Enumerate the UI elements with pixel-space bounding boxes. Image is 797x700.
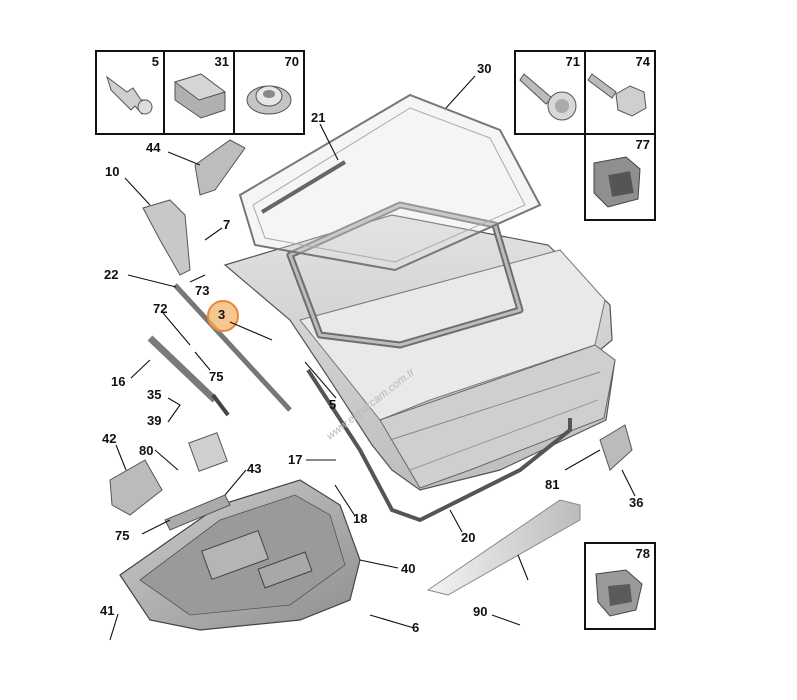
callout-72: 72 [153,301,168,316]
callout-40: 40 [401,561,416,576]
inset-box-74: 74 [584,50,656,135]
callout-21: 21 [311,110,326,125]
callout-30: 30 [477,61,492,76]
retainer-icon [595,569,643,617]
hex-bolt-icon [587,73,647,117]
callout-20: 20 [461,530,476,545]
callout-75-upper: 75 [209,369,224,384]
inset-box-5: 5 [95,50,165,135]
inset-label-31: 31 [214,54,229,69]
inset-box-70: 70 [233,50,305,135]
inset-box-71: 71 [514,50,586,135]
highlight-circle [207,300,239,332]
weatherstrip [306,368,572,523]
leader-lines [109,75,636,641]
inset-label-74: 74 [635,54,650,69]
window-seal [286,201,524,349]
callout-36: 36 [629,495,644,510]
callout-22: 22 [104,267,119,282]
callout-81: 81 [545,477,560,492]
callout-35: 35 [147,387,162,402]
inset-label-77: 77 [635,137,650,152]
inner-trim-panel [119,479,361,631]
callout-18: 18 [353,511,368,526]
callout-44: 44 [146,140,161,155]
callout-16: 16 [111,374,126,389]
inset-label-71: 71 [565,54,580,69]
callout-43: 43 [247,461,262,476]
callout-17: 17 [288,452,303,467]
screw-icon [519,73,577,121]
callout-73: 73 [195,283,210,298]
callout-6: 6 [412,620,420,635]
callout-39: 39 [147,413,162,428]
inset-box-77: 77 [584,133,656,221]
callout-10: 10 [105,164,120,179]
bolt-icon [106,75,153,115]
inset-label-70: 70 [284,54,299,69]
callout-75-lower: 75 [115,528,130,543]
inset-label-78: 78 [635,546,650,561]
inset-box-78: 78 [584,542,656,630]
callout-80: 80 [139,443,154,458]
inset-label-5: 5 [151,54,159,69]
callout-7: 7 [223,217,231,232]
clip-icon [593,156,641,208]
grommet-icon [246,85,292,115]
spoiler [426,499,581,596]
inset-box-31: 31 [163,50,235,135]
hinge-parts [109,139,633,531]
callout-41: 41 [100,603,115,618]
tailgate-body [223,214,616,491]
foam-block-icon [173,73,227,119]
callout-5: 5 [329,397,337,412]
rear-glass [238,93,542,272]
callout-90: 90 [473,604,488,619]
callout-42: 42 [102,431,117,446]
callout-3: 3 [218,307,226,322]
